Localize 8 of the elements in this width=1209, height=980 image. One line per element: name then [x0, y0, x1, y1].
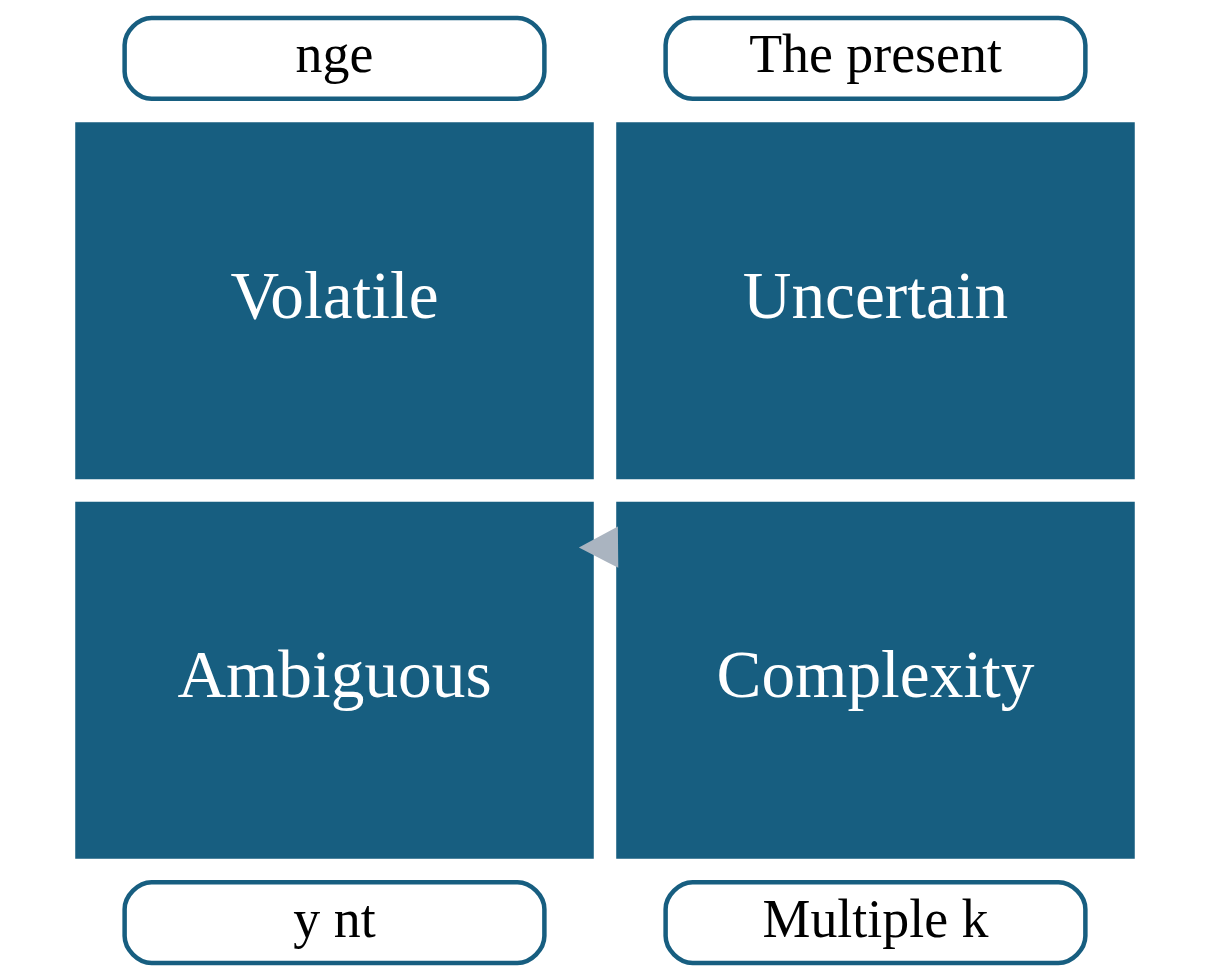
node-box: y nt	[121, 879, 547, 965]
node-box: Volatile	[74, 121, 594, 479]
node-box: Complexity	[615, 501, 1135, 859]
node-box: nge	[121, 15, 547, 101]
node-box: Uncertain	[615, 121, 1135, 479]
node-box: Multiple k	[662, 879, 1088, 965]
node-box: Ambiguous	[74, 501, 594, 859]
node-box: The present	[662, 15, 1088, 101]
